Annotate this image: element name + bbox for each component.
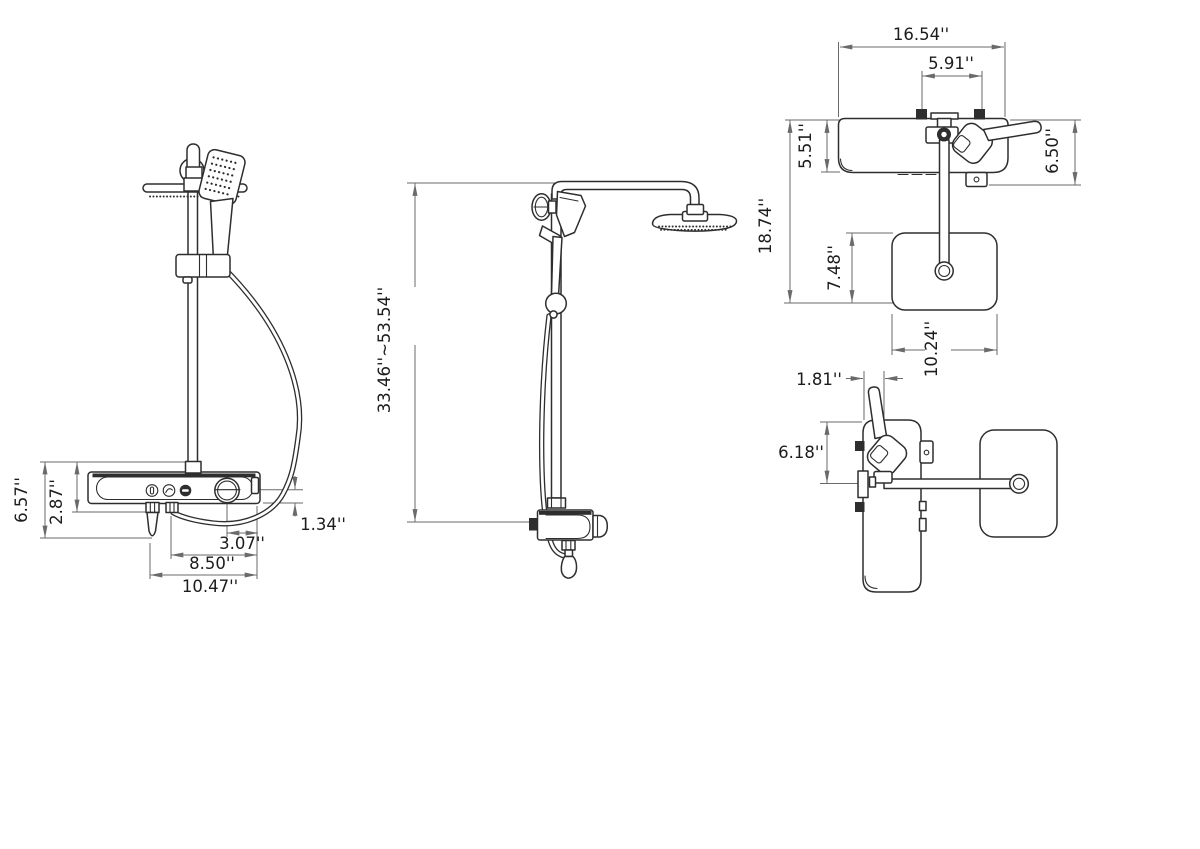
dim-height-range: 33.46''~53.54'' — [375, 287, 394, 413]
hand-shower-plan-view — [866, 434, 908, 476]
side-outlet-nub — [250, 476, 260, 495]
edge-tab-1 — [918, 500, 927, 512]
mode-button-2 — [162, 484, 176, 497]
hand-shower-handle-front — [209, 197, 234, 261]
dim-body-height: 2.87'' — [47, 479, 66, 525]
dim-arm-depth: 6.18'' — [778, 443, 824, 462]
plan-view: 1.81'' 6.18'' — [778, 370, 1058, 593]
dim-outlet-offset: 1.34'' — [300, 515, 346, 534]
front-view: 6.57'' 2.87'' 1.34'' 3.07'' 8.50'' 10.47… — [12, 143, 346, 596]
slider-bracket — [175, 253, 231, 284]
pipe-escutcheon — [184, 460, 202, 474]
dim-knob-to-edge: 3.07'' — [219, 534, 265, 553]
knob-side — [592, 514, 609, 538]
temperature-knob — [214, 477, 241, 504]
dim-arm-side-depth: 6.50'' — [1043, 128, 1062, 174]
inlet-tab — [529, 518, 538, 531]
dim-shelf-width: 16.54'' — [893, 25, 949, 44]
mount-block-lower — [855, 502, 865, 512]
wall-flange — [857, 470, 869, 499]
escutcheon-side — [546, 497, 567, 509]
disc-collar — [185, 166, 203, 180]
dim-hose-to-edge: 8.50'' — [189, 554, 235, 573]
top-dimension-lines — [784, 42, 1081, 355]
hand-shower-wand-top — [982, 120, 1042, 142]
dim-head-width: 10.24'' — [922, 321, 941, 377]
arm-pivot-block — [868, 470, 893, 488]
shower-arm-plan — [883, 478, 1017, 490]
dim-mount-spacing: 5.91'' — [928, 54, 974, 73]
mount-block-left — [916, 109, 927, 120]
edge-tab-2 — [918, 517, 927, 532]
dim-lever-to-edge: 10.47'' — [182, 577, 238, 596]
slider-nub — [549, 310, 558, 319]
arm-end-hub — [1008, 473, 1030, 494]
side-view: 33.46''~53.54'' — [375, 180, 738, 579]
mode-button-3 — [179, 484, 192, 497]
hand-shower-wand-plan — [867, 386, 888, 440]
side-bracket — [919, 440, 934, 464]
top-view: 16.54'' 5.91'' 5.51'' 6.50'' 18.74'' 7.4… — [756, 25, 1081, 377]
front-dimension-lines — [40, 461, 303, 579]
lower-mount-tab — [965, 171, 988, 188]
dim-handle-offset: 1.81'' — [796, 370, 842, 389]
mount-block-right — [974, 109, 985, 120]
diverter-lever-front — [145, 501, 160, 537]
slider-ball — [544, 292, 568, 315]
mode-button-1 — [145, 484, 159, 497]
dim-head-inset-depth: 7.48'' — [825, 245, 844, 291]
side-dimension-lines — [407, 182, 562, 523]
dim-shelf-depth: 5.51'' — [796, 123, 815, 169]
dim-overall-height: 6.57'' — [12, 477, 31, 523]
mount-block-upper — [855, 441, 865, 451]
dim-overall-depth: 18.74'' — [756, 198, 775, 254]
diverter-spout-side — [560, 539, 578, 579]
hand-shower-head-front — [198, 148, 246, 206]
riser-pipe — [187, 189, 199, 474]
hand-shower-side — [538, 190, 587, 297]
down-pipe-top-view — [938, 139, 950, 269]
wall-bracket-knob — [531, 193, 557, 221]
hose-connector-nut — [165, 501, 179, 514]
hand-shower-top-view — [951, 122, 993, 164]
valve-body-side — [529, 497, 609, 541]
arm-connector — [686, 203, 705, 216]
head-center-hub — [934, 261, 954, 281]
